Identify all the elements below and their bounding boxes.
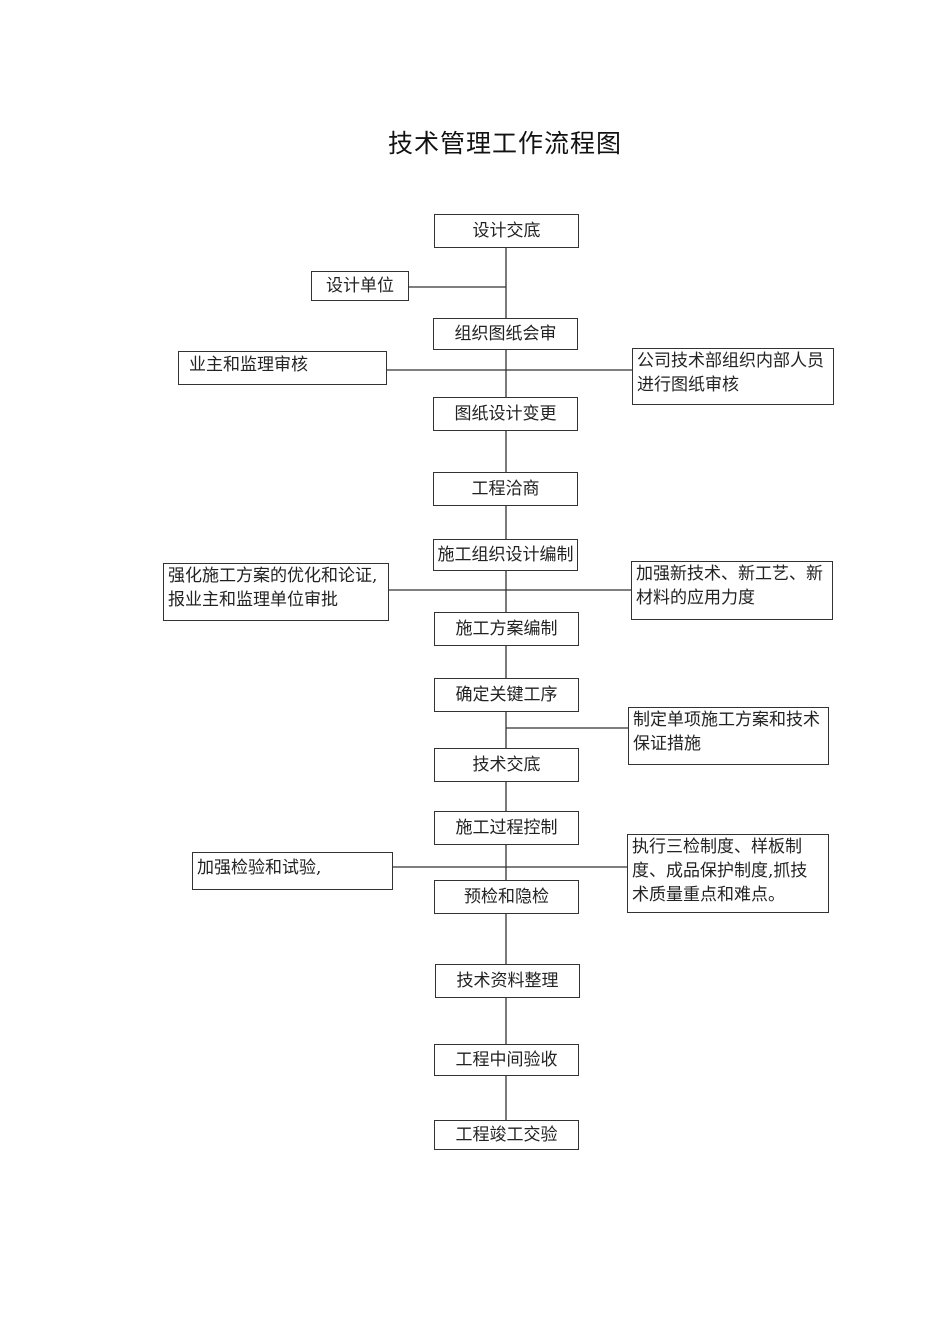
step-label: 图纸设计变更 [454, 404, 557, 424]
step-label: 技术交底 [472, 755, 541, 775]
step-label: 工程洽商 [471, 479, 540, 499]
step-intermediate-acceptance: 工程中间验收 [434, 1044, 579, 1076]
step-process-control: 施工过程控制 [434, 811, 579, 845]
step-label: 技术资料整理 [456, 971, 559, 991]
note-design-unit: 设计单位 [311, 271, 409, 301]
note-text: 加强检验和试验, [197, 858, 322, 878]
step-drawing-change: 图纸设计变更 [433, 397, 578, 431]
step-label: 预检和隐检 [464, 887, 549, 907]
step-drawing-review: 组织图纸会审 [433, 318, 578, 350]
step-documentation: 技术资料整理 [435, 964, 580, 998]
page-title: 技术管理工作流程图 [387, 129, 622, 158]
note-special-scheme: 制定单项施工方案和技术保证措施 [628, 707, 829, 765]
note-text: 执行三检制度、样板制度、成品保护制度,抓技术质量重点和难点。 [632, 837, 808, 905]
note-owner-supervisor-review: 业主和监理审核 [178, 351, 387, 385]
note-new-technology: 加强新技术、新工艺、新材料的应用力度 [631, 561, 833, 620]
step-label: 施工方案编制 [455, 619, 558, 639]
note-text: 设计单位 [326, 276, 394, 296]
step-inspection: 预检和隐检 [434, 880, 579, 914]
step-technical-disclosure: 技术交底 [434, 748, 579, 782]
step-final-acceptance: 工程竣工交验 [434, 1120, 579, 1150]
note-text: 强化施工方案的优化和论证,报业主和监理单位审批 [168, 566, 378, 610]
note-scheme-optimization: 强化施工方案的优化和论证,报业主和监理单位审批 [163, 563, 389, 621]
note-inspection-testing: 加强检验和试验, [192, 852, 393, 890]
step-construction-organization-design: 施工组织设计编制 [433, 539, 578, 571]
step-key-process: 确定关键工序 [434, 678, 579, 712]
step-negotiation: 工程洽商 [433, 472, 578, 506]
step-label: 组织图纸会审 [454, 324, 557, 344]
note-text: 公司技术部组织内部人员进行图纸审核 [637, 351, 824, 395]
note-text: 业主和监理审核 [189, 355, 308, 375]
step-label: 施工组织设计编制 [437, 545, 574, 565]
note-internal-review: 公司技术部组织内部人员进行图纸审核 [632, 348, 834, 405]
step-label: 施工过程控制 [455, 818, 558, 838]
step-label: 确定关键工序 [455, 685, 558, 705]
note-quality-control: 执行三检制度、样板制度、成品保护制度,抓技术质量重点和难点。 [627, 834, 829, 913]
step-design-disclosure: 设计交底 [434, 214, 579, 248]
step-label: 设计交底 [472, 221, 541, 241]
step-label: 工程中间验收 [455, 1050, 558, 1070]
note-text: 加强新技术、新工艺、新材料的应用力度 [636, 564, 823, 608]
step-label: 工程竣工交验 [455, 1125, 558, 1145]
note-text: 制定单项施工方案和技术保证措施 [633, 710, 820, 754]
step-construction-scheme: 施工方案编制 [434, 612, 579, 646]
